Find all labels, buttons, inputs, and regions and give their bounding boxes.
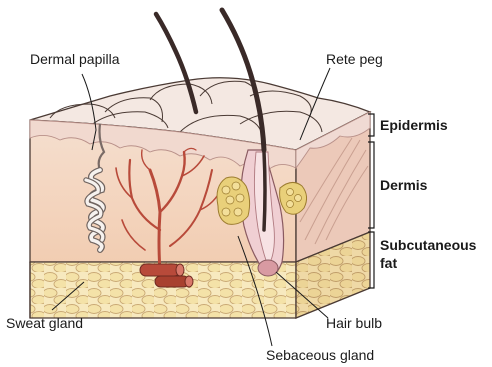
label-dermal-papilla: Dermal papilla [30,51,120,67]
label-fat: fat [380,255,397,271]
label-hair-bulb: Hair bulb [326,315,382,331]
label-rete-peg: Rete peg [326,51,383,67]
label-sweat-gland: Sweat gland [6,315,83,331]
label-dermis: Dermis [380,177,428,193]
label-sebaceous-gland: Sebaceous gland [266,347,374,363]
label-subcutaneous: Subcutaneous [380,237,477,253]
label-epidermis: Epidermis [380,117,448,133]
